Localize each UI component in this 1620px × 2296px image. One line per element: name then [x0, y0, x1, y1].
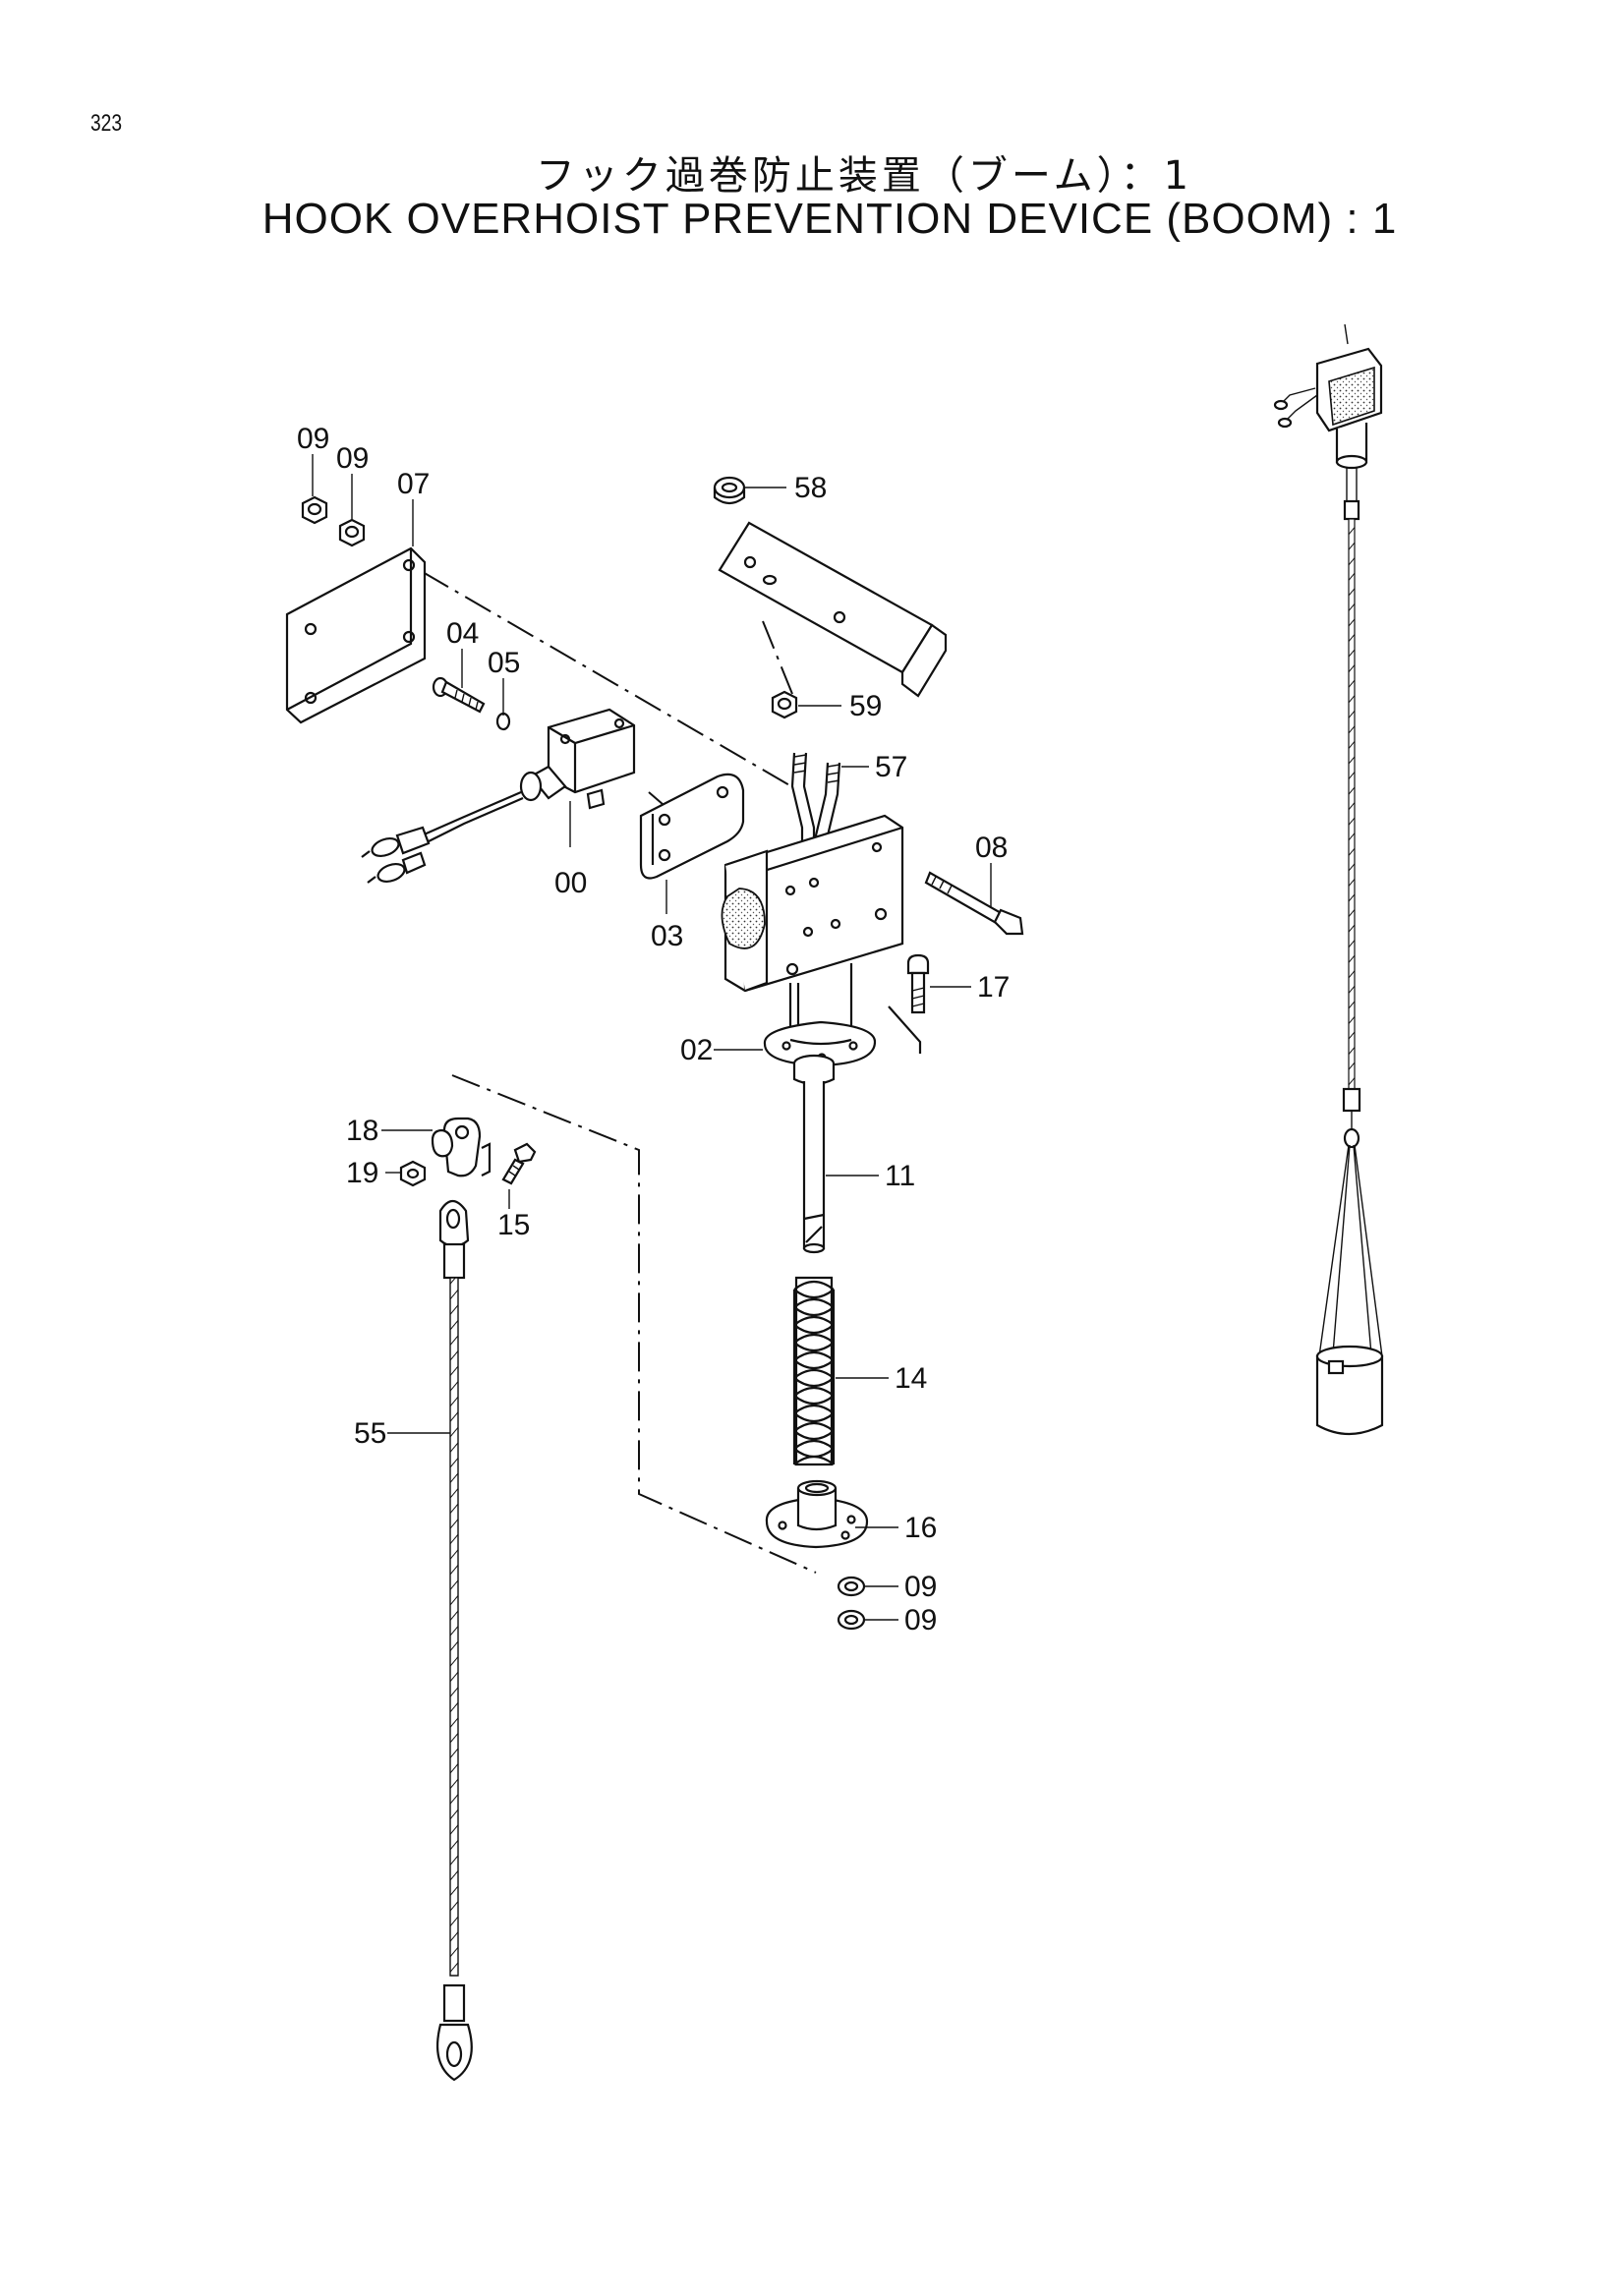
- part-59-nut: [771, 690, 798, 719]
- part-09-nut-lower-b: [837, 1609, 866, 1631]
- callout-09-top-left: 09: [297, 423, 329, 455]
- callout-59: 59: [849, 690, 882, 722]
- main-housing: [721, 814, 904, 993]
- callout-09-top-right: 09: [336, 442, 369, 475]
- callout-16: 16: [904, 1512, 937, 1544]
- callout-00: 00: [554, 867, 587, 899]
- part-17-bolt: [888, 953, 930, 1054]
- callout-08: 08: [975, 832, 1008, 864]
- callout-09-lower-a: 09: [904, 1571, 937, 1603]
- callout-15: 15: [497, 1209, 530, 1241]
- part-08-bolt: [924, 871, 1024, 936]
- callout-04: 04: [446, 617, 479, 650]
- part-09-nut-left: [301, 495, 328, 525]
- callout-57: 57: [875, 751, 907, 783]
- callout-labels: 09 09 07 04 05 00 03 58 59 57 08 17 02 1…: [297, 423, 1010, 1636]
- page-number: 323: [90, 110, 123, 137]
- part-19-nut: [399, 1160, 427, 1187]
- bracket-angle: [718, 521, 948, 698]
- callout-05: 05: [488, 647, 520, 679]
- part-18-shackle: [431, 1117, 492, 1177]
- part-55-wire-rope: [436, 1199, 473, 2082]
- callout-58: 58: [794, 472, 827, 504]
- assembly-overview: [1273, 323, 1384, 1435]
- part-07-plate: [285, 546, 427, 724]
- part-03-gasket: [639, 773, 745, 880]
- callout-55: 55: [354, 1417, 386, 1450]
- part-11-rod: [792, 1054, 836, 1254]
- part-09-nut-lower-a: [837, 1576, 866, 1597]
- part-04-bolt: [432, 676, 486, 714]
- callout-18: 18: [346, 1115, 378, 1147]
- part-02-stand: [763, 963, 877, 1067]
- leader-lines: [312, 454, 992, 1621]
- callout-19: 19: [346, 1157, 378, 1189]
- part-16-base: [765, 1479, 869, 1549]
- part-15-bolt: [501, 1142, 537, 1185]
- part-05-washer: [495, 712, 511, 731]
- part-58-nut: [713, 476, 746, 505]
- part-00-limit-switch: [361, 708, 636, 884]
- title-english: HOOK OVERHOIST PREVENTION DEVICE (BOOM) …: [261, 195, 1398, 243]
- callout-14: 14: [895, 1362, 927, 1395]
- part-14-spring: [792, 1276, 836, 1466]
- callout-02: 02: [680, 1034, 713, 1066]
- callout-11: 11: [885, 1160, 915, 1192]
- callout-07: 07: [397, 468, 430, 500]
- callout-09-lower-b: 09: [904, 1604, 937, 1636]
- part-09-nut-right: [338, 518, 366, 547]
- callout-17: 17: [977, 971, 1010, 1004]
- title-japanese: フック過巻防止装置（ブーム）：1: [535, 153, 1193, 199]
- callout-03: 03: [651, 920, 683, 952]
